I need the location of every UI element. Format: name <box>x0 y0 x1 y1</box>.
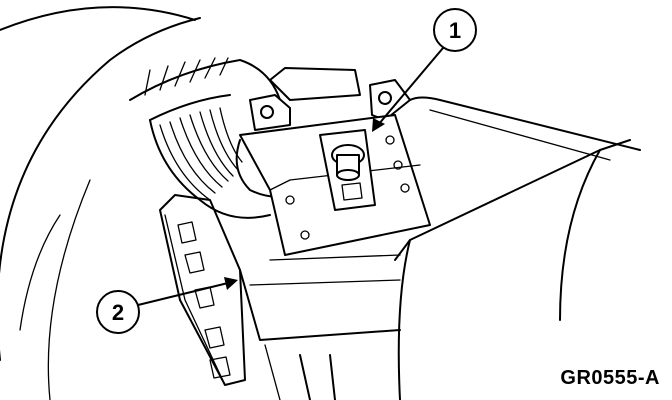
body-panel-curve <box>0 6 201 400</box>
callout-1: 1 <box>372 8 477 132</box>
callout-2-label: 2 <box>112 300 124 325</box>
wiring-harness <box>129 57 291 219</box>
cowl-panel <box>394 96 641 400</box>
callout-1-arrowhead <box>372 118 385 132</box>
relay-bracket <box>239 67 431 256</box>
frame-rails <box>239 254 401 400</box>
figure-id-label: GR0555-A <box>560 367 660 389</box>
callout-2: 2 <box>96 277 238 334</box>
callout-2-arrowhead <box>224 277 238 290</box>
callout-1-label: 1 <box>449 18 461 43</box>
connector-block <box>159 194 246 386</box>
